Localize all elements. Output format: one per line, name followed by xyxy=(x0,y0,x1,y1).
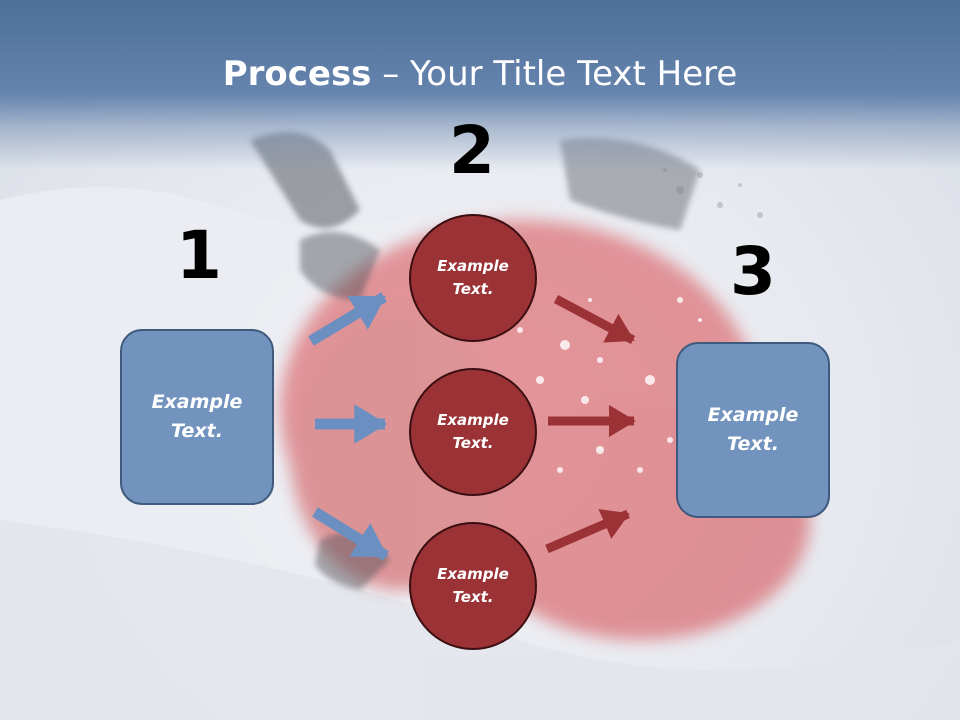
arrow-out-top xyxy=(553,295,636,344)
step-2-circle-bottom: Example Text. xyxy=(409,522,537,650)
step-2-circle-middle: Example Text. xyxy=(409,368,537,496)
arrow-in-top xyxy=(308,292,387,346)
arrow-in-bottom xyxy=(312,507,389,561)
step-number-1: 1 xyxy=(176,217,222,294)
step-3-box-text: Example Text. xyxy=(707,404,799,455)
title-bold: Process xyxy=(222,54,372,94)
arrow-out-bottom xyxy=(545,509,630,554)
step-1-box: Example Text. xyxy=(120,329,274,505)
circle-bottom-text: Example Text. xyxy=(437,565,509,606)
step-3-box: Example Text. xyxy=(676,342,830,518)
circle-top-text: Example Text. xyxy=(437,257,509,298)
circle-middle-text: Example Text. xyxy=(437,411,509,452)
step-number-2: 2 xyxy=(449,112,495,189)
step-1-box-text: Example Text. xyxy=(151,391,243,442)
title-bar xyxy=(0,0,960,170)
step-number-3: 3 xyxy=(730,233,776,310)
step-2-circle-top: Example Text. xyxy=(409,214,537,342)
slide-title: Process – Your Title Text Here xyxy=(0,52,960,96)
title-rest: – Your Title Text Here xyxy=(371,54,738,94)
